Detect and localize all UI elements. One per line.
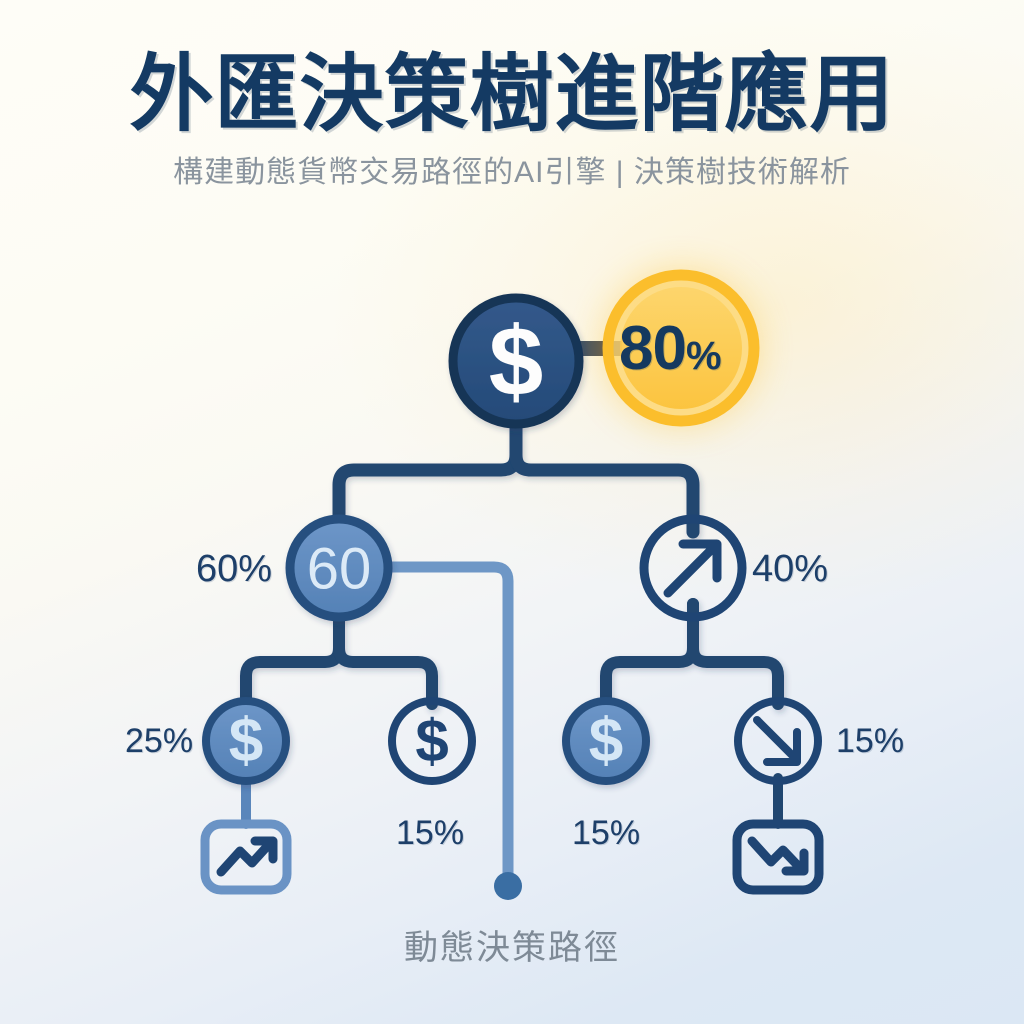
dollar-icon: $ bbox=[489, 306, 544, 416]
tree-node-40[interactable] bbox=[639, 514, 747, 622]
trending-up-icon bbox=[216, 836, 278, 877]
label-node-15-c-pct: 15% bbox=[836, 722, 905, 760]
tree-node-60[interactable]: 60 bbox=[285, 514, 393, 622]
diagram-caption: 動態決策路徑 bbox=[404, 929, 620, 967]
connector-left-level2-to-level3 bbox=[240, 598, 438, 710]
badge-unit: % bbox=[685, 334, 722, 378]
badge-value: 80 bbox=[619, 314, 687, 383]
label-node-15-b-pct: 15% bbox=[572, 814, 641, 852]
node-60-value: 60 bbox=[307, 537, 372, 602]
tree-node-15-c[interactable] bbox=[734, 697, 822, 785]
tree-node-15-b[interactable]: $ bbox=[562, 697, 650, 785]
dynamic-decision-path bbox=[366, 561, 522, 900]
path-endpoint-dot bbox=[494, 872, 522, 900]
label-node-15-a-pct: 15% bbox=[396, 814, 465, 852]
label-node-60-pct: 60% bbox=[196, 548, 273, 590]
arrow-up-right-icon bbox=[663, 539, 722, 598]
arrow-down-right-icon bbox=[753, 716, 801, 766]
leaf-trend-down[interactable] bbox=[732, 819, 824, 895]
dollar-icon: $ bbox=[589, 707, 623, 776]
dollar-icon: $ bbox=[415, 708, 448, 775]
highlight-badge-80[interactable] bbox=[602, 269, 760, 427]
trending-down-icon bbox=[747, 836, 809, 876]
label-node-40-pct: 40% bbox=[752, 548, 829, 590]
tree-node-25[interactable]: $ bbox=[202, 697, 290, 785]
connector-root-to-level2 bbox=[332, 407, 700, 539]
label-node-25-pct: 25% bbox=[125, 722, 194, 760]
badge-80-label: 80% bbox=[619, 313, 722, 384]
leaf-trend-up[interactable] bbox=[200, 819, 292, 895]
dollar-icon: $ bbox=[229, 707, 263, 776]
tree-node-15-a[interactable]: $ bbox=[388, 697, 476, 785]
tree-node-root[interactable]: $ bbox=[448, 293, 584, 429]
connector-right-level2-to-level3 bbox=[600, 598, 784, 710]
